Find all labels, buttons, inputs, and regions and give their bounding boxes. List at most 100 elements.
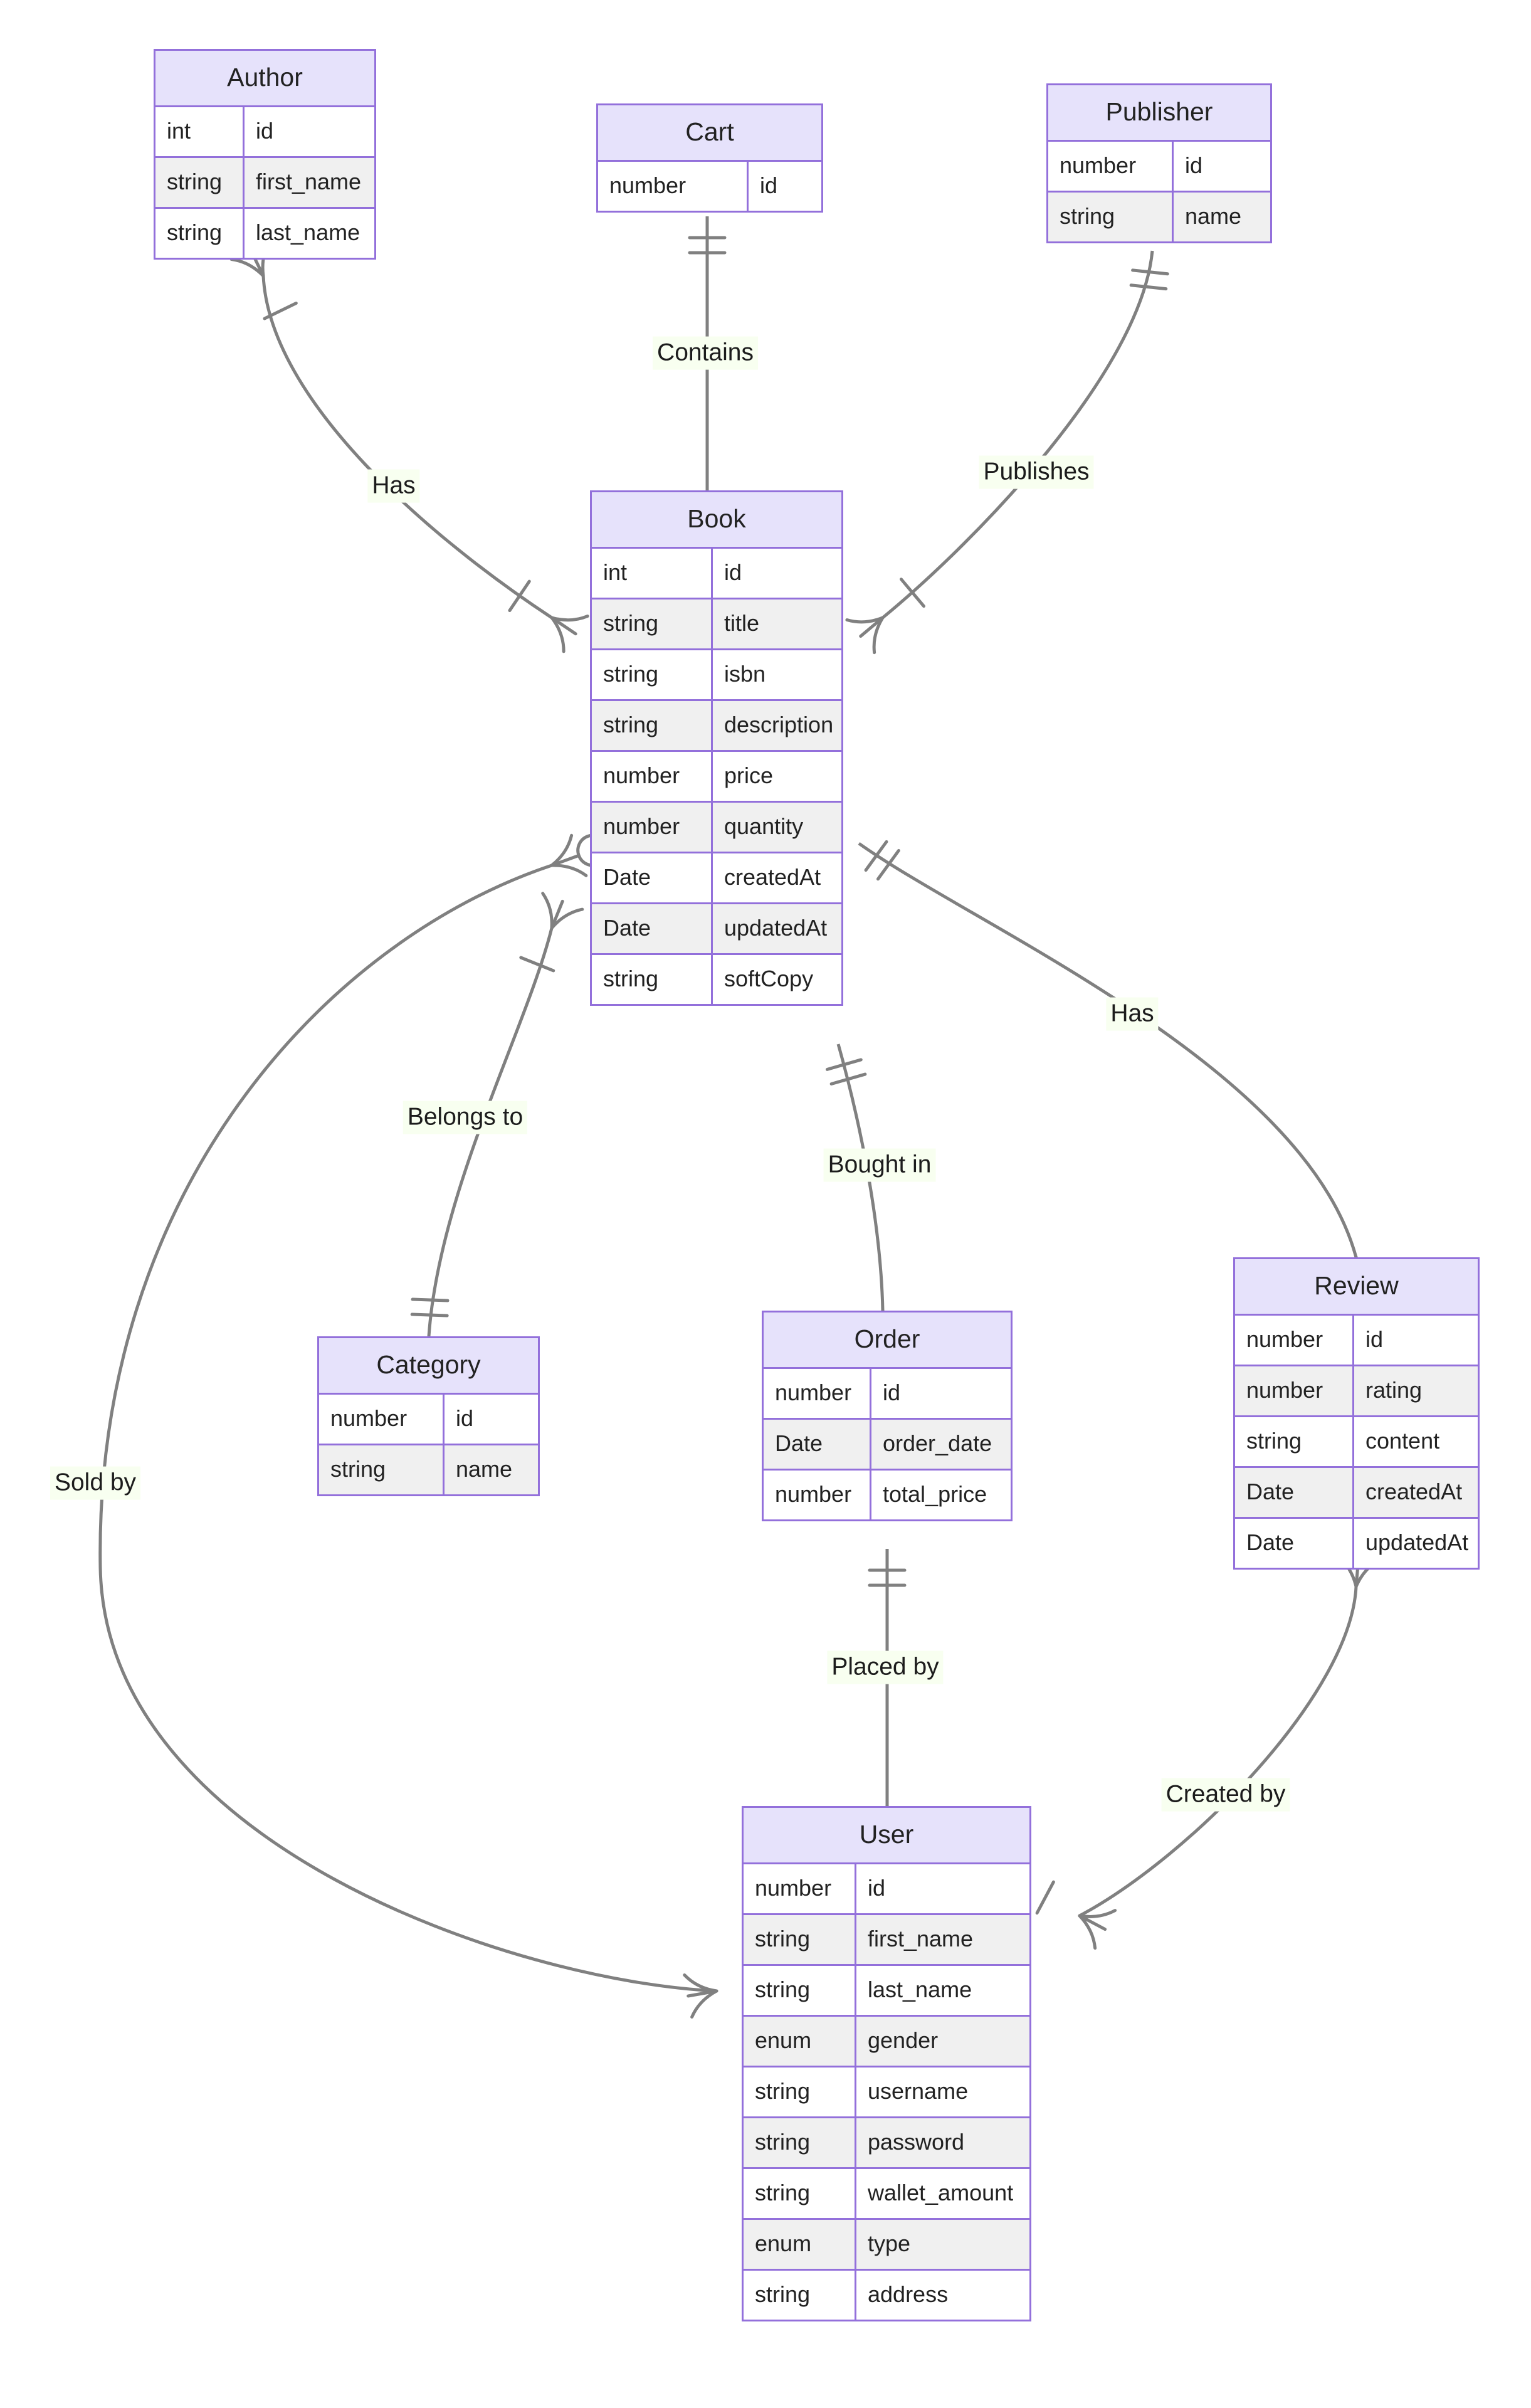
relationship-label-book-belongs-to-category: Belongs to [402, 1101, 528, 1134]
attribute-name: id [1365, 1326, 1384, 1352]
attribute-type: string [155, 209, 245, 258]
relationship-label-author-has-book: Has [367, 469, 420, 503]
attribute-type: enum [744, 2017, 856, 2066]
relationship-edge-author-has-book [261, 275, 553, 620]
attribute-name: last_name [868, 1977, 972, 2002]
attribute-type: number [764, 1369, 871, 1418]
attribute-row: number quantity [592, 803, 841, 853]
cardinality-marker-one-or-many [845, 578, 925, 655]
attribute-type: number [744, 1864, 856, 1913]
attribute-name: wallet_amount [868, 2180, 1014, 2205]
attribute-name: last_name [256, 219, 360, 245]
relationship-label-cart-contains-book: Contains [653, 336, 758, 370]
attribute-type: number [764, 1471, 871, 1519]
relationship-edge-book-has-review [858, 842, 1358, 1258]
attribute-type: string [592, 955, 713, 1004]
attribute-type: string [592, 701, 713, 750]
attribute-name: rating [1365, 1377, 1423, 1403]
cardinality-marker-one-or-many [519, 892, 584, 973]
relationship-label-book-sold-by-user: Sold by [50, 1466, 141, 1500]
attribute-type: string [744, 2118, 856, 2167]
attribute-row: number total_price [764, 1471, 1011, 1519]
relationship-label-order-placed-by-user: Placed by [827, 1650, 944, 1684]
relationship-edge-publisher-publishes-book [881, 250, 1154, 619]
attribute-type: string [1235, 1417, 1354, 1466]
attribute-name: title [724, 610, 760, 636]
attribute-type: Date [1235, 1468, 1354, 1517]
attribute-name: description [724, 712, 834, 737]
entity-title-book: Book [592, 492, 841, 549]
attribute-type: number [1235, 1366, 1354, 1415]
attribute-name: name [1185, 203, 1242, 229]
attribute-type: number [592, 803, 713, 852]
attribute-name: id [883, 1380, 901, 1405]
entity-title-user: User [744, 1808, 1029, 1864]
attribute-row: string wallet_amount [744, 2169, 1029, 2220]
attribute-name: price [724, 763, 774, 788]
cardinality-marker-exactly-one [868, 1568, 907, 1587]
attribute-name: first_name [868, 1926, 974, 1951]
attribute-row: number id [764, 1369, 1011, 1420]
cardinality-marker-exactly-one [1129, 268, 1169, 291]
attribute-row: string last_name [744, 1966, 1029, 2017]
attribute-type: string [744, 2067, 856, 2116]
attribute-name: id [456, 1405, 474, 1431]
attribute-type: string [155, 158, 245, 207]
attribute-type: string [744, 1966, 856, 2015]
attribute-type: Date [592, 904, 713, 953]
attribute-row: string isbn [592, 650, 841, 701]
attribute-type: int [155, 107, 245, 156]
attribute-name: updatedAt [724, 915, 828, 941]
attribute-name: name [456, 1456, 513, 1482]
relationship-label-book-bought-in-order: Bought in [823, 1148, 936, 1182]
attribute-name: id [724, 559, 742, 585]
entity-title-publisher: Publisher [1048, 85, 1270, 142]
attribute-type: Date [592, 853, 713, 902]
attribute-name: total_price [883, 1481, 987, 1507]
cardinality-marker-exactly-one [410, 1297, 450, 1318]
attribute-row: string username [744, 2067, 1029, 2118]
attribute-type: enum [744, 2220, 856, 2269]
attribute-row: enum type [744, 2220, 1029, 2271]
attribute-name: password [868, 2129, 965, 2155]
attribute-name: username [868, 2078, 969, 2104]
attribute-name: isbn [724, 661, 766, 687]
attribute-type: number [1235, 1316, 1354, 1365]
cardinality-marker-one-or-many [1035, 1880, 1117, 1950]
attribute-type: string [744, 2169, 856, 2218]
entity-title-category: Category [319, 1338, 538, 1395]
attribute-type: number [1048, 142, 1174, 191]
relationship-label-publisher-publishes-book: Publishes [979, 455, 1094, 489]
attribute-type: string [592, 650, 713, 699]
entity-title-review: Review [1235, 1259, 1478, 1316]
attribute-name: type [868, 2231, 911, 2256]
attribute-name: quantity [724, 813, 804, 839]
attribute-row: string last_name [155, 209, 374, 258]
attribute-name: id [760, 172, 778, 198]
cardinality-marker-exactly-one [825, 1058, 867, 1085]
attribute-row: number rating [1235, 1366, 1478, 1417]
attribute-type: int [592, 549, 713, 598]
